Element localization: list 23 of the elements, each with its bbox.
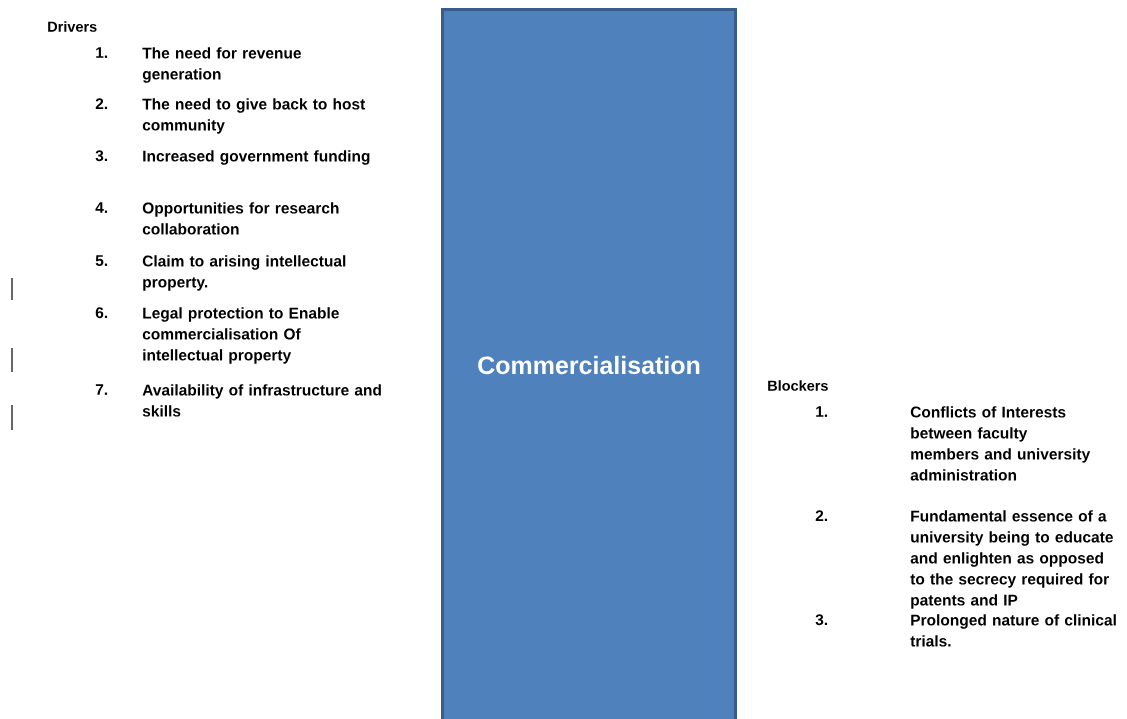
list-number: 2. — [815, 510, 828, 521]
heading: Drivers — [48, 21, 97, 32]
list-number: 5. — [95, 255, 108, 266]
list-item: The need to give back to host community — [142, 98, 366, 134]
list-item: Increased government funding — [143, 150, 370, 165]
list-number: 4. — [95, 202, 108, 213]
list-number: 7. — [95, 384, 108, 395]
list-item: Opportunities for research collaboration — [142, 202, 339, 235]
heading: Blockers — [768, 380, 828, 391]
list-number: 1. — [96, 47, 108, 58]
list-number: 6. — [95, 307, 108, 319]
list-item: Availability of infrastructure and skills — [142, 384, 381, 417]
list-number: 3. — [815, 614, 828, 626]
concept-box: Commercialisation — [441, 8, 737, 719]
list-item: Claim to arising intellectual property. — [142, 255, 346, 291]
list-item: Legal protection to Enable commercialisation Of intellectual property — [142, 307, 339, 364]
list-item: The need for revenue generation — [142, 47, 301, 83]
list-number: 3. — [95, 150, 108, 162]
list-item: Prolonged nature of clinical trials. — [910, 614, 1116, 647]
list-number: 1. — [816, 406, 828, 417]
list-item: Conflicts of Interests between faculty members and university administration — [910, 406, 1091, 481]
list-item: Fundamental essence of a university being to educate and enlighten as opposed to the secrecy required for patents and IP — [910, 510, 1113, 609]
list-number: 2. — [95, 98, 108, 109]
